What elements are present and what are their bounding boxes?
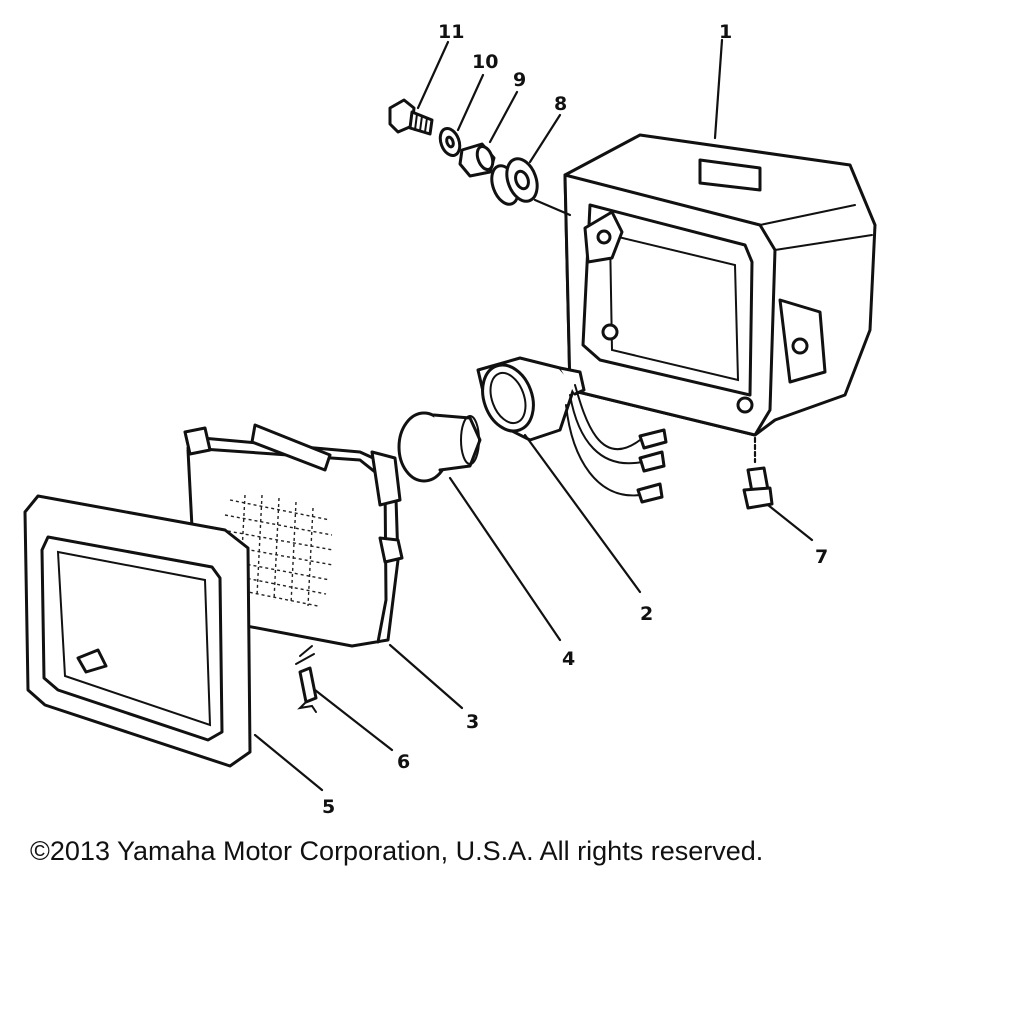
callout-9: 9 [513, 69, 526, 91]
part-11-bolt [388, 98, 434, 136]
part-1-headlight-housing [533, 133, 877, 437]
part-7-screw [742, 436, 774, 510]
part-6-adjusting-screw [295, 645, 318, 713]
part-8-grommet [490, 157, 539, 206]
callout-labels: 1 2 3 4 5 6 7 8 9 10 11 [322, 21, 828, 818]
callout-7: 7 [815, 546, 828, 568]
callout-5: 5 [322, 796, 335, 818]
callout-2: 2 [640, 603, 653, 625]
callout-10: 10 [472, 51, 498, 73]
copyright-notice: ©2013 Yamaha Motor Corporation, U.S.A. A… [30, 836, 764, 866]
part-10-washer [438, 126, 462, 158]
callout-8: 8 [554, 93, 567, 115]
part-5-rim [23, 494, 252, 768]
callout-4: 4 [562, 648, 575, 670]
leader-lines [253, 38, 814, 792]
callout-1: 1 [719, 21, 732, 43]
part-9-collar [458, 142, 496, 178]
part-4-bulb [397, 411, 482, 483]
callout-11: 11 [438, 21, 464, 43]
callout-3: 3 [466, 711, 479, 733]
part-2-bulb-socket [476, 356, 668, 504]
callout-6: 6 [397, 751, 410, 773]
